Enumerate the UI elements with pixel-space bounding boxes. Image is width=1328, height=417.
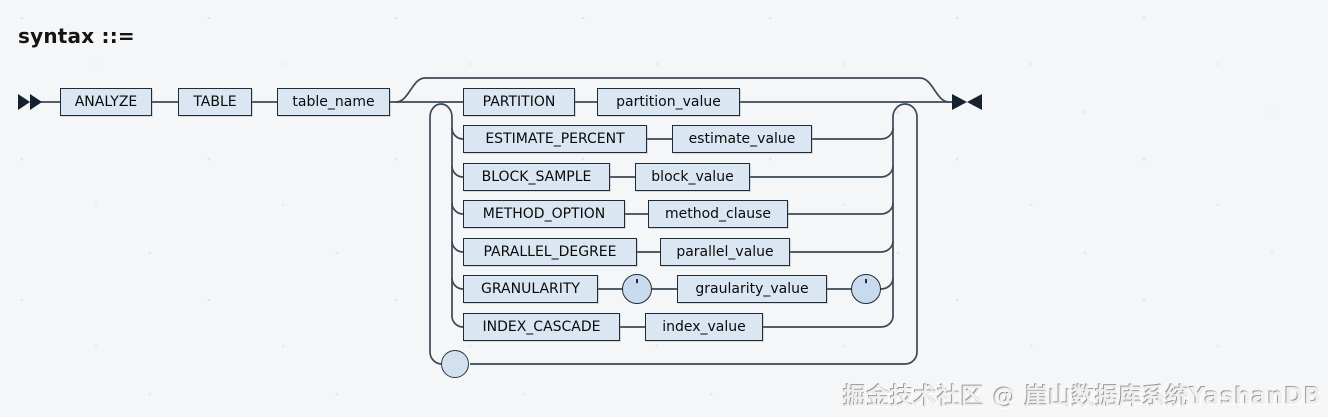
operand-box-parallel-value: parallel_value (660, 238, 790, 266)
quote-terminal-open: ' (622, 274, 652, 304)
keyword-box-partition: PARTITION (463, 88, 575, 116)
loop-bottom-left-corner (429, 351, 443, 365)
keyword-box-parallel-degree: PARALLEL_DEGREE (463, 238, 637, 266)
railroad-start-icon (18, 94, 42, 110)
keyword-box-analyze: ANALYZE (60, 88, 152, 116)
keyword-box-index-cascade: INDEX_CASCADE (463, 313, 620, 341)
bypass-line (395, 77, 950, 103)
left-branch-rail (429, 103, 453, 352)
loop-bottom-line (470, 351, 918, 365)
operand-box-estimate-value: estimate_value (672, 125, 812, 153)
operand-box-block-value: block_value (635, 163, 750, 191)
option-row-rail (451, 277, 894, 290)
operand-box-table-name: table_name (277, 88, 390, 116)
quote-terminal-close: ' (851, 274, 881, 304)
page-title: syntax ::= (18, 24, 135, 48)
watermark-text: 掘金技术社区 @ 崖山数据库系统YashanDB (843, 384, 1322, 410)
railroad-end-icon (952, 94, 982, 110)
operand-box-partition-value: partition_value (597, 88, 740, 116)
keyword-box-estimate-percent: ESTIMATE_PERCENT (463, 125, 647, 153)
keyword-box-granularity: GRANULARITY (463, 275, 598, 303)
operand-box-graularity-value: graularity_value (677, 275, 827, 303)
keyword-box-method-option: METHOD_OPTION (463, 200, 625, 228)
operand-box-method-clause: method_clause (648, 200, 788, 228)
loop-empty-terminal (441, 350, 469, 378)
keyword-box-block-sample: BLOCK_SAMPLE (463, 163, 610, 191)
keyword-box-table: TABLE (178, 88, 252, 116)
operand-box-index-value: index_value (645, 313, 763, 341)
right-branch-rail (892, 103, 918, 352)
